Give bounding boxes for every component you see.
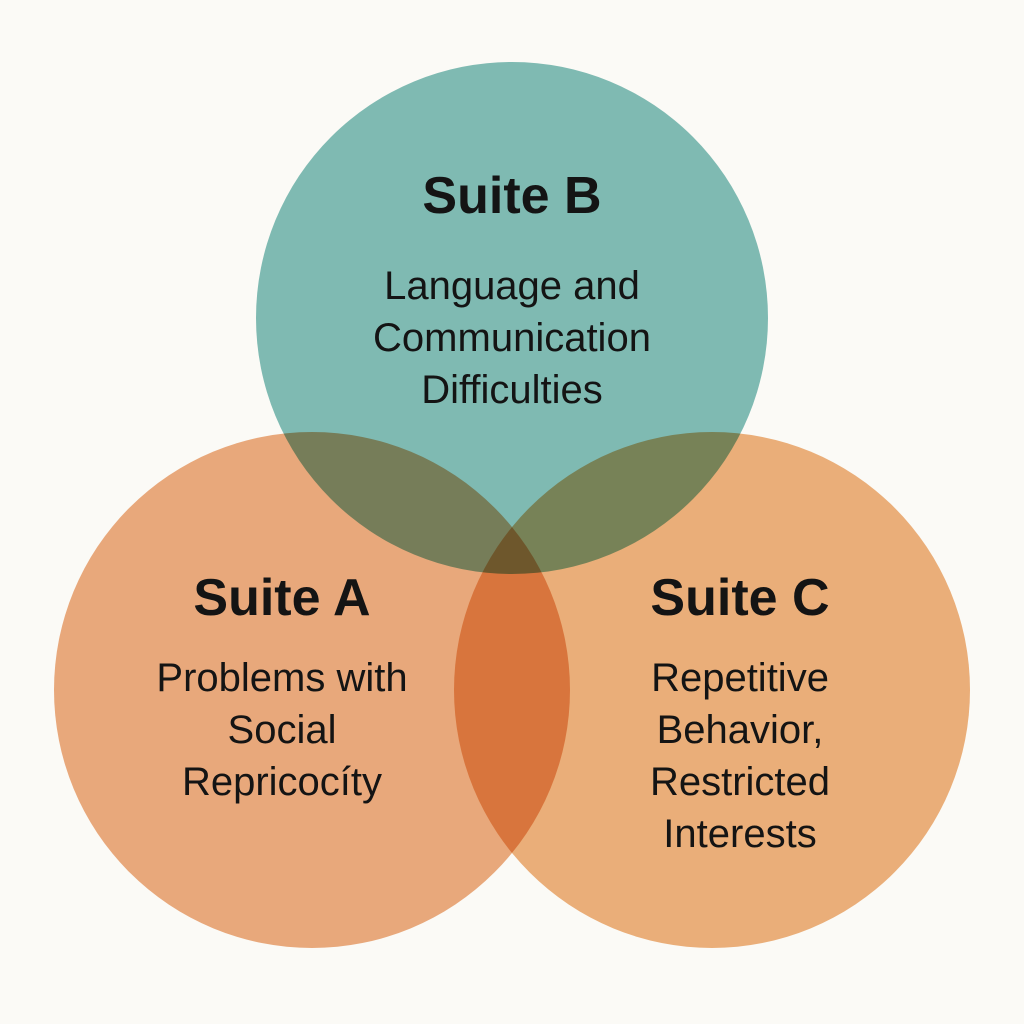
suite-a-title: Suite A xyxy=(193,569,371,627)
circle-suite-a xyxy=(54,432,570,948)
suite-b-title: Suite B xyxy=(422,167,602,225)
suite-b-label: Suite B Language and Communication Diffi… xyxy=(312,166,712,416)
suite-c-label: Suite C Repetitive Behavior, Restricted … xyxy=(540,568,940,860)
circle-suite-c xyxy=(454,432,970,948)
suite-a-label: Suite A Problems with Social Repricocíty xyxy=(82,568,482,808)
suite-b-description: Language and Communication Difficulties xyxy=(373,264,651,412)
suite-c-description: Repetitive Behavior, Restricted Interest… xyxy=(649,656,831,856)
suite-c-title: Suite C xyxy=(650,569,830,627)
suite-a-description: Problems with Social Repricocíty xyxy=(156,656,408,804)
